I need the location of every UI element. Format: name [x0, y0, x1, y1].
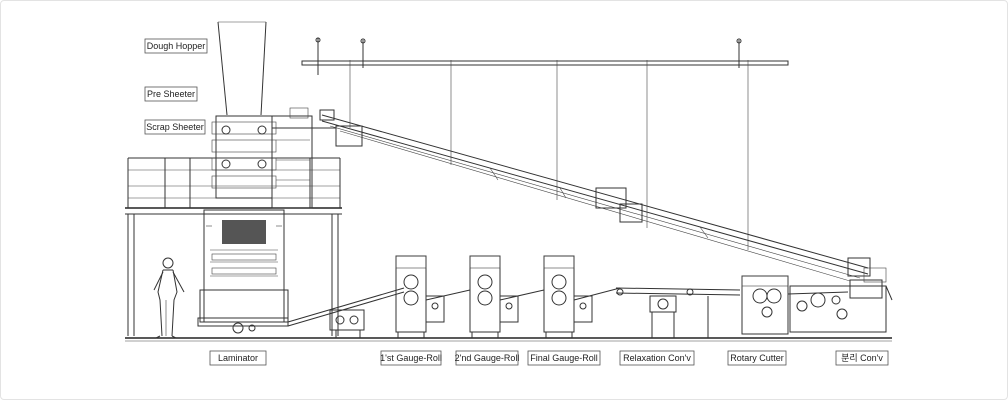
lower-conveyor [287, 287, 405, 338]
label-rotary-cutter-text: Rotary Cutter [730, 353, 784, 363]
label-relaxation-conv-text: Relaxation Con'v [623, 353, 691, 363]
overhead-rail [301, 37, 789, 250]
label-dough-hopper: Dough Hopper [144, 38, 208, 54]
gauge-roll-2-unit [469, 255, 545, 338]
label-scrap-sheeter: Scrap Sheeter [144, 119, 206, 135]
label-gauge-roll-1-text: 1'st Gauge-Roll [380, 353, 442, 363]
label-scrap-sheeter-text: Scrap Sheeter [146, 122, 204, 132]
label-pre-sheeter: Pre Sheeter [144, 86, 198, 102]
laminator-unit [197, 209, 289, 334]
final-gauge-roll-unit [543, 255, 621, 338]
label-dough-hopper-text: Dough Hopper [147, 41, 206, 51]
label-pre-sheeter-text: Pre Sheeter [147, 89, 195, 99]
label-separation-conv: 분리 Con'v [835, 350, 889, 366]
label-gauge-roll-2: 2'nd Gauge-Roll [455, 350, 520, 366]
label-final-gauge-roll-text: Final Gauge-Roll [530, 353, 598, 363]
label-rotary-cutter: Rotary Cutter [727, 350, 787, 366]
inclined-conveyor [319, 109, 871, 282]
gauge-roll-1-unit [395, 255, 471, 338]
operator-figure [153, 257, 185, 339]
relaxation-conveyor-unit [615, 287, 741, 338]
label-relaxation-conv: Relaxation Con'v [619, 350, 695, 366]
rotary-cutter-unit [741, 275, 849, 335]
dough-hopper-unit [217, 21, 267, 116]
label-separation-conv-text: 분리 Con'v [841, 353, 883, 363]
label-laminator-text: Laminator [218, 353, 258, 363]
upper-platform [125, 157, 342, 336]
floor [125, 337, 892, 342]
label-laminator: Laminator [209, 350, 267, 366]
sheeter-stack [211, 107, 336, 209]
separation-conveyor-unit [789, 267, 893, 333]
label-gauge-roll-2-text: 2'nd Gauge-Roll [455, 353, 520, 363]
label-final-gauge-roll: Final Gauge-Roll [527, 350, 601, 366]
label-gauge-roll-1: 1'st Gauge-Roll [380, 350, 442, 366]
